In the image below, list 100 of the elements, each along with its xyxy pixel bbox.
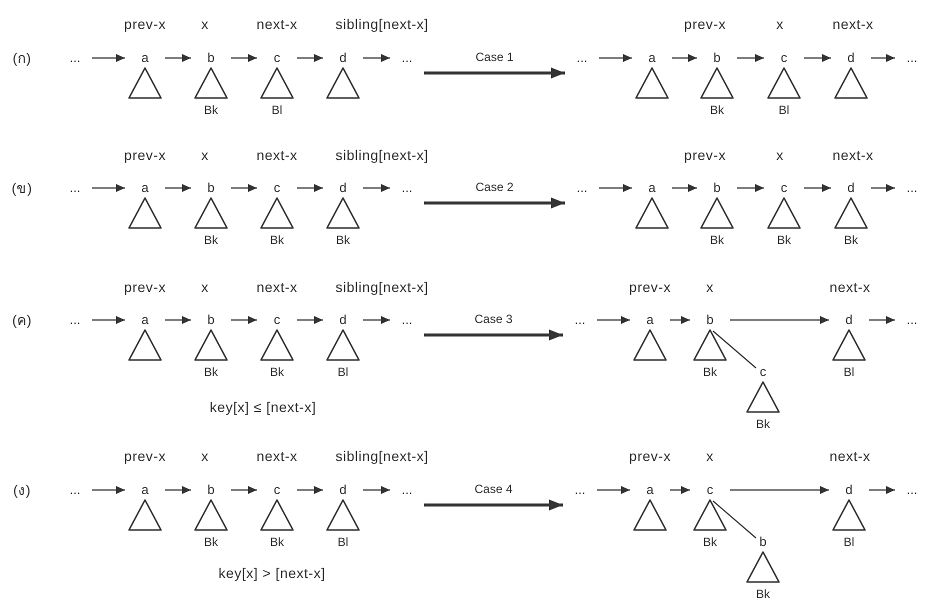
arrow xyxy=(231,54,257,62)
arrow xyxy=(670,316,690,324)
node-key: c xyxy=(274,481,280,499)
pointer-label: x xyxy=(706,448,714,464)
row-label: (ก) xyxy=(12,49,32,68)
pointer-label: next-x xyxy=(829,448,871,464)
pointer-label: sibling[next-x] xyxy=(335,279,429,295)
tree-order-label: Bk xyxy=(270,534,284,550)
pointer-label: next-x xyxy=(256,448,298,464)
node-key: d xyxy=(339,481,347,499)
tree-order-label: Bl xyxy=(272,102,282,118)
node-key: b xyxy=(207,49,215,67)
arrow xyxy=(424,198,565,208)
pointer-label: x xyxy=(201,147,209,163)
tree-order-label: Bk xyxy=(710,102,724,118)
tree-order-label: Bk xyxy=(710,232,724,248)
arrow xyxy=(424,68,565,78)
node-key: c xyxy=(274,179,280,197)
row-label: (ค) xyxy=(12,311,32,330)
ellipsis: ... xyxy=(576,49,588,67)
node-key: d xyxy=(339,179,347,197)
ellipsis: ... xyxy=(402,311,412,329)
edge-label: Case 2 xyxy=(473,180,516,194)
arrow xyxy=(297,486,323,494)
node-key: c xyxy=(760,363,766,381)
pointer-label: x xyxy=(776,147,784,163)
tree-order-label: Bk xyxy=(756,416,770,432)
pointer-label: next-x xyxy=(256,16,298,32)
edge-label: Case 1 xyxy=(473,50,516,64)
tree-order-label: Bk xyxy=(204,534,218,550)
arrow xyxy=(297,184,323,192)
arrow xyxy=(871,54,895,62)
node-key: d xyxy=(845,481,853,499)
node-key: c xyxy=(274,311,280,329)
tree-link-line xyxy=(712,330,756,368)
ellipsis: ... xyxy=(574,311,586,329)
node-key: b xyxy=(706,311,714,329)
ellipsis: ... xyxy=(70,311,80,329)
pointer-label: sibling[next-x] xyxy=(335,147,429,163)
tree-order-label: Bl xyxy=(338,534,348,550)
node-key: d xyxy=(339,311,347,329)
arrow xyxy=(297,316,323,324)
pointer-label: next-x xyxy=(256,147,298,163)
node-key: a xyxy=(141,49,149,67)
node-key: b xyxy=(207,481,215,499)
pointer-label: x xyxy=(776,16,784,32)
node-key: c xyxy=(780,49,788,67)
arrow xyxy=(804,54,831,62)
pointer-label: next-x xyxy=(829,279,871,295)
node-key: d xyxy=(339,49,347,67)
row-label: (ข) xyxy=(12,179,32,198)
arrow xyxy=(599,54,632,62)
arrow xyxy=(737,54,764,62)
pointer-label: prev-x xyxy=(629,279,671,295)
tree-order-label: Bk xyxy=(844,232,858,248)
arrow xyxy=(363,486,390,494)
tree-order-label: Bk xyxy=(756,586,770,602)
edge-label: Case 3 xyxy=(472,312,515,326)
node-key: d xyxy=(847,49,855,67)
pointer-label: prev-x xyxy=(124,16,166,32)
arrow xyxy=(869,316,895,324)
node-key: b xyxy=(713,49,721,67)
ellipsis: ... xyxy=(70,481,80,499)
arrow xyxy=(165,486,191,494)
arrow xyxy=(672,54,697,62)
node-key: b xyxy=(207,179,215,197)
node-key: a xyxy=(646,481,654,499)
arrow xyxy=(363,316,390,324)
pointer-label: next-x xyxy=(256,279,298,295)
arrow xyxy=(737,184,764,192)
node-key: b xyxy=(207,311,215,329)
arrow xyxy=(871,184,895,192)
ellipsis: ... xyxy=(576,179,588,197)
node-key: b xyxy=(713,179,721,197)
tree-order-label: Bk xyxy=(204,232,218,248)
arrow xyxy=(804,184,831,192)
node-key: a xyxy=(648,179,656,197)
pointer-label: prev-x xyxy=(684,147,726,163)
tree-order-label: Bk xyxy=(204,364,218,380)
arrow xyxy=(165,316,191,324)
condition-text: key[x] ≤ [next-x] xyxy=(210,399,316,415)
tree-order-label: Bk xyxy=(270,232,284,248)
pointer-label: x xyxy=(201,279,209,295)
arrow xyxy=(424,500,563,510)
pointer-label: prev-x xyxy=(124,279,166,295)
arrow xyxy=(92,316,125,324)
pointer-label: next-x xyxy=(832,16,874,32)
ellipsis: ... xyxy=(70,179,80,197)
ellipsis: ... xyxy=(70,49,80,67)
tree-order-label: Bk xyxy=(336,232,350,248)
ellipsis: ... xyxy=(906,481,918,499)
arrow xyxy=(92,184,125,192)
node-key: a xyxy=(648,49,656,67)
ellipsis: ... xyxy=(906,49,918,67)
arrow xyxy=(231,486,257,494)
pointer-label: x xyxy=(706,279,714,295)
ellipsis: ... xyxy=(906,179,918,197)
arrow xyxy=(297,54,323,62)
pointer-label: prev-x xyxy=(124,448,166,464)
arrow xyxy=(730,316,829,324)
